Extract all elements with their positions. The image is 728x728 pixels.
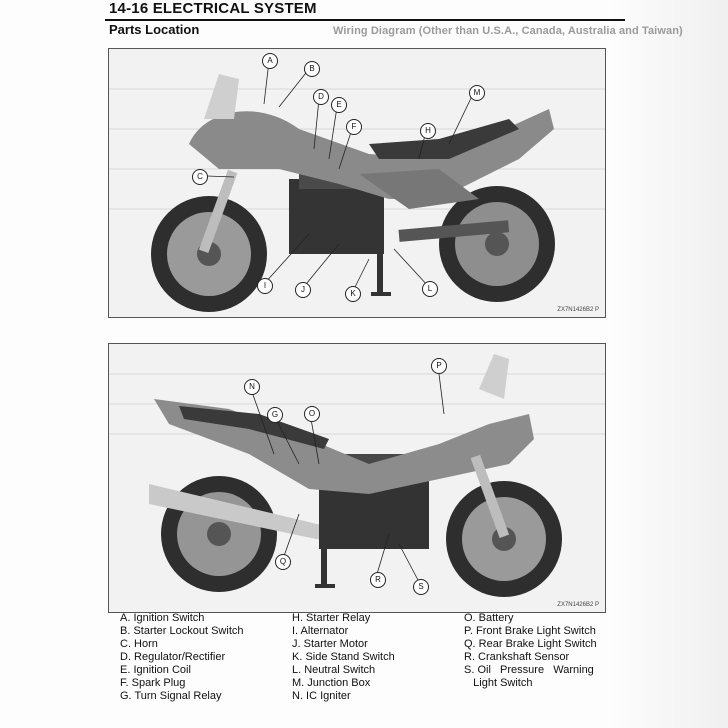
callout-a: A — [262, 53, 278, 69]
callout-k: K — [345, 286, 361, 302]
callout-q: Q — [275, 554, 291, 570]
legend-column-3: O. Battery P. Front Brake Light Switch Q… — [464, 612, 597, 690]
legend-column-1: A. Ignition Switch B. Starter Lockout Sw… — [120, 612, 244, 703]
callout-m: M — [469, 85, 485, 101]
figure-bottom-motorcycle-right: P N G O Q R S ZX7N1426B2 P — [108, 343, 606, 613]
figure-id-bottom: ZX7N1426B2 P — [557, 602, 599, 608]
legend-column-2: H. Starter Relay I. Alternator J. Starte… — [292, 612, 395, 703]
callout-r: R — [370, 572, 386, 588]
legend-item: N. IC Igniter — [292, 690, 351, 702]
legend-item: D. Regulator/Rectifier — [120, 651, 226, 663]
legend-item: J. Starter Motor — [292, 638, 368, 650]
legend-item: C. Horn — [120, 638, 158, 650]
legend-item: Light Switch — [464, 677, 533, 689]
callout-n: N — [244, 379, 260, 395]
legend-item: O. Battery — [464, 612, 514, 624]
callout-c: C — [192, 169, 208, 185]
legend-item: L. Neutral Switch — [292, 664, 376, 676]
motorcycle-left-illustration — [109, 49, 605, 317]
legend-item: B. Starter Lockout Switch — [120, 625, 244, 637]
parts-legend: A. Ignition Switch B. Starter Lockout Sw… — [118, 612, 618, 712]
callout-p: P — [431, 358, 447, 374]
legend-item: F. Spark Plug — [120, 677, 186, 689]
callout-b: B — [304, 61, 320, 77]
legend-item: G. Turn Signal Relay — [120, 690, 222, 702]
legend-item: A. Ignition Switch — [120, 612, 205, 624]
legend-item: I. Alternator — [292, 625, 349, 637]
figure-id-top: ZX7N1426B2 P — [557, 307, 599, 313]
callout-h: H — [420, 123, 436, 139]
subsection-title: Parts Location — [109, 22, 200, 37]
legend-item: H. Starter Relay — [292, 612, 371, 624]
callout-s: S — [413, 579, 429, 595]
bleed-through-text: Wiring Diagram (Other than U.S.A., Canad… — [333, 25, 683, 37]
callout-j: J — [295, 282, 311, 298]
callout-d: D — [313, 89, 329, 105]
legend-item: Q. Rear Brake Light Switch — [464, 638, 597, 650]
callout-i: I — [257, 278, 273, 294]
legend-item: P. Front Brake Light Switch — [464, 625, 596, 637]
legend-item: K. Side Stand Switch — [292, 651, 395, 663]
figure-top-motorcycle-left: A B D E F H M C I J K L ZX7N1426B2 P — [108, 48, 606, 318]
section-title: 14-16 ELECTRICAL SYSTEM — [109, 0, 317, 17]
page-edge-shadow — [608, 0, 728, 728]
callout-o: O — [304, 406, 320, 422]
callout-e: E — [331, 97, 347, 113]
legend-item: E. Ignition Coil — [120, 664, 191, 676]
motorcycle-right-illustration — [109, 344, 605, 612]
callout-l: L — [422, 281, 438, 297]
legend-item: S. Oil Pressure Warning — [464, 664, 594, 676]
legend-item: R. Crankshaft Sensor — [464, 651, 570, 663]
callout-f: F — [346, 119, 362, 135]
header-rule — [105, 19, 625, 21]
callout-g: G — [267, 407, 283, 423]
legend-item: M. Junction Box — [292, 677, 371, 689]
